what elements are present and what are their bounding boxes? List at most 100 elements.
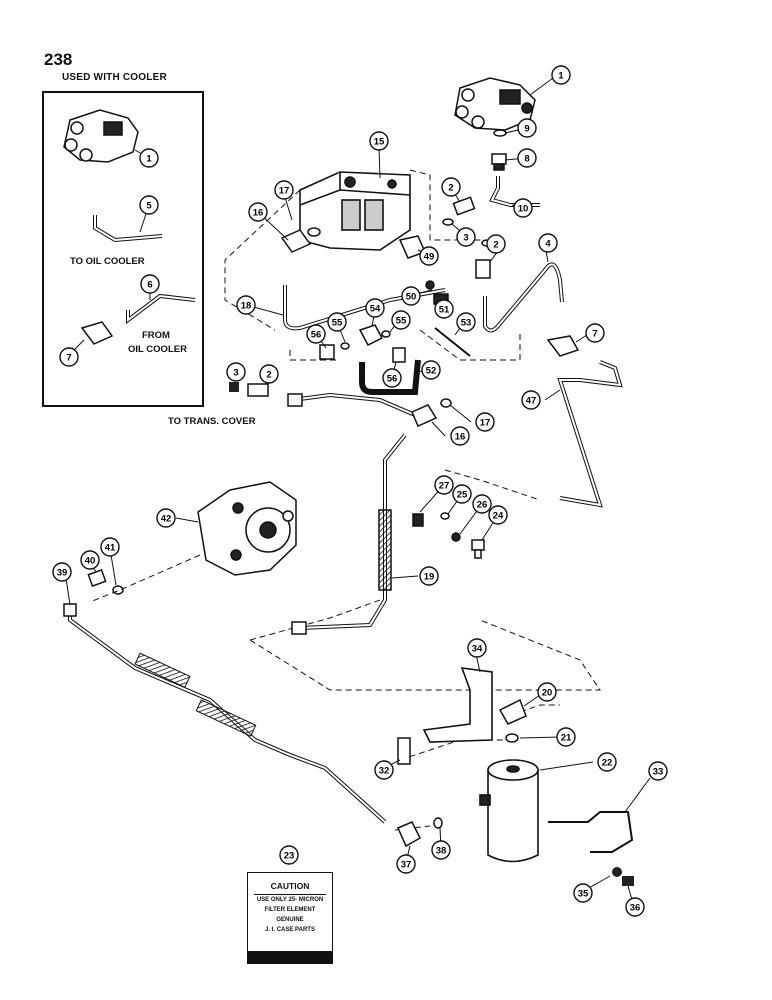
label-to-oil-cooler: TO OIL COOLER [70,256,145,267]
svg-text:55: 55 [396,316,407,327]
callout-17: 17 [274,180,294,200]
nut-36-small [622,876,634,886]
svg-text:7: 7 [66,353,71,364]
hose-39-a [134,652,191,688]
callout-56: 56 [306,324,326,344]
o-ring-17-lower [440,398,452,408]
callout-15: 15 [369,131,389,151]
callout-19: 19 [419,566,439,586]
svg-text:16: 16 [455,432,466,443]
callout-47: 47 [521,390,541,410]
callout-50: 50 [401,286,421,306]
callout-21: 21 [556,727,576,747]
washer-25 [440,512,450,520]
callout-39: 39 [52,562,72,582]
svg-text:49: 49 [424,252,435,263]
svg-text:52: 52 [426,366,437,377]
caution-line: FILTER ELEMENT [264,907,316,913]
tee-7-inset [80,321,114,345]
svg-text:38: 38 [436,846,447,857]
callout-55: 55 [391,310,411,330]
svg-text:50: 50 [406,292,417,303]
svg-text:9: 9 [524,124,529,135]
callout-2: 2 [259,364,279,384]
fitting-2-upper [452,196,476,216]
rod-53 [434,327,471,357]
callout-4: 4 [538,233,558,253]
caution-line: J. I. CASE PARTS [265,927,315,933]
fitting-2-mid [475,259,491,279]
elbow-37 [397,821,421,848]
tube-nut-trans [287,393,303,407]
elbow-20 [498,698,527,725]
elbow-16-lower [411,404,438,427]
svg-text:6: 6 [147,280,152,291]
clamp-33 [548,811,634,853]
svg-text:40: 40 [85,556,96,567]
svg-text:36: 36 [630,903,641,914]
tube-4 [483,262,564,333]
svg-text:24: 24 [493,511,504,522]
callout-3: 3 [226,362,246,382]
tee-54 [358,324,384,346]
callout-9: 9 [517,118,537,138]
callout-32: 32 [374,760,394,780]
svg-text:26: 26 [477,500,488,511]
svg-text:17: 17 [480,418,491,429]
tube-18 [283,285,446,331]
valve-assembly-main [454,77,536,131]
svg-text:16: 16 [253,208,264,219]
pump-42 [197,481,297,576]
svg-text:3: 3 [233,368,238,379]
callout-56: 56 [382,368,402,388]
callout-1: 1 [139,148,159,168]
callout-22: 22 [597,752,617,772]
nut-56-left [319,344,335,360]
o-ring-55-right [381,330,391,338]
svg-text:5: 5 [146,201,152,212]
callout-49: 49 [419,246,439,266]
valve-assembly-inset [63,109,139,163]
svg-text:2: 2 [448,183,453,194]
svg-text:54: 54 [370,304,381,315]
elbow-16-upper [280,229,312,253]
svg-text:21: 21 [561,733,572,744]
callout-6: 6 [140,274,160,294]
svg-text:35: 35 [578,889,589,900]
callout-2: 2 [441,177,461,197]
svg-text:33: 33 [653,767,664,778]
dashed-reference-lines [89,169,601,831]
bolt-24-head [471,539,485,551]
label-from-line2: OIL COOLER [128,344,187,355]
callout-26: 26 [472,494,492,514]
o-ring-55-left [340,342,350,350]
callout-35: 35 [573,883,593,903]
nut-35-small [612,867,622,877]
callout-38: 38 [431,840,451,860]
callout-8: 8 [517,148,537,168]
cooler-inset-box [42,91,204,407]
hose-39-b [195,699,257,737]
svg-text:1: 1 [558,71,564,82]
fitting-40 [87,569,107,587]
svg-text:10: 10 [518,204,529,215]
o-ring-41 [112,585,124,595]
svg-text:25: 25 [457,490,468,501]
svg-text:17: 17 [279,186,290,197]
o-ring-17-upper [307,227,321,237]
hose-19 [378,509,392,591]
svg-text:7: 7 [592,329,597,340]
callout-51: 51 [434,299,454,319]
o-ring-3-upper [442,218,454,226]
valve-block-15 [299,171,411,251]
callout-40: 40 [80,550,100,570]
callout-1: 1 [551,65,571,85]
svg-text:56: 56 [311,330,322,341]
svg-text:8: 8 [524,154,529,165]
svg-text:55: 55 [332,318,343,329]
nut-19 [291,621,307,635]
o-ring-9 [493,129,507,137]
callout-3: 3 [456,227,476,247]
